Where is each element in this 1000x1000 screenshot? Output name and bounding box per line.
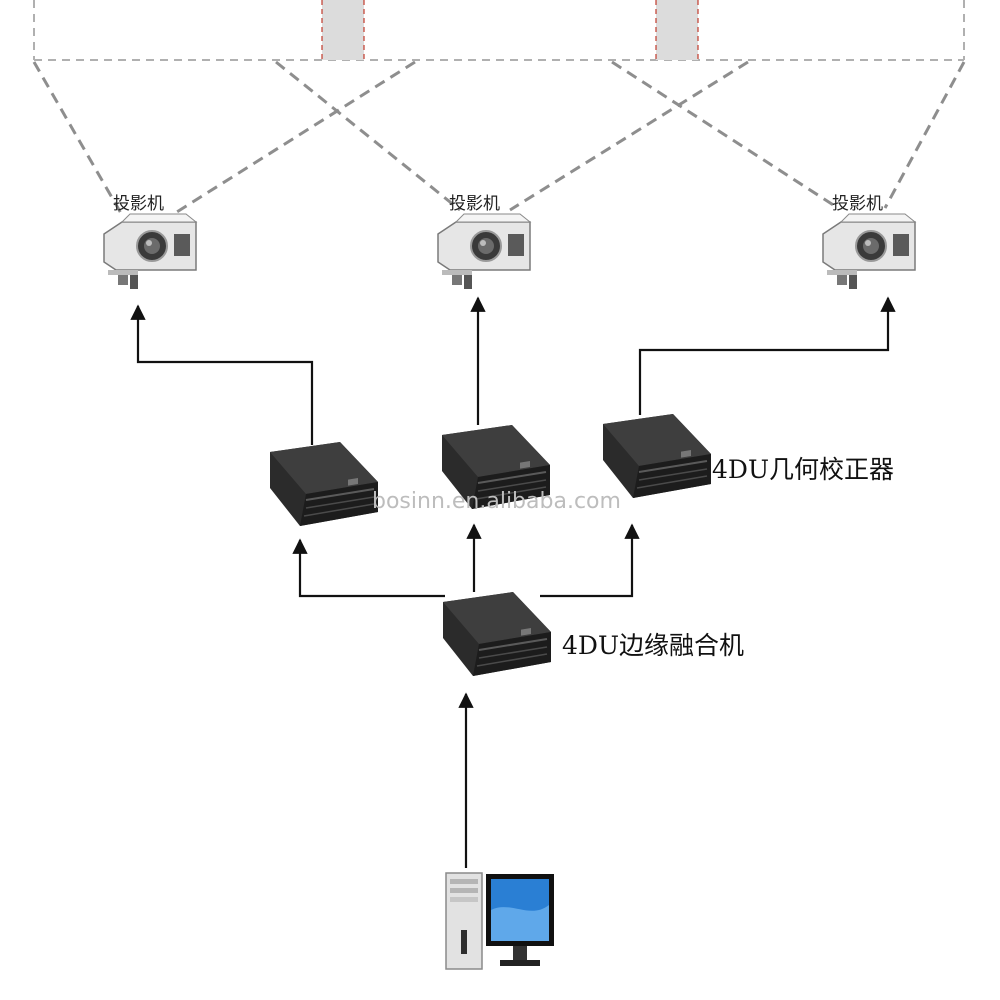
projector-label: 投影机 xyxy=(449,194,500,214)
edge-blender-label: 4DU边缘融合机 xyxy=(562,631,744,660)
geometry-corrector-left xyxy=(269,441,379,527)
source-computer xyxy=(445,872,554,970)
edge-blender xyxy=(442,591,552,677)
pc-tower-icon xyxy=(445,872,483,970)
projector-label: 投影机 xyxy=(113,194,164,214)
projector-right: 投影机 xyxy=(822,194,916,290)
watermark-text: bosinn.en.alibaba.com xyxy=(372,489,621,514)
geometry-corrector-label: 4DU几何校正器 xyxy=(712,455,894,484)
projector-left: 投影机 xyxy=(103,194,197,290)
projector-middle: 投影机 xyxy=(437,194,531,290)
projection-screen xyxy=(33,0,965,61)
projector-label: 投影机 xyxy=(832,194,883,214)
monitor-icon xyxy=(486,874,554,966)
geometry-corrector-right xyxy=(602,413,712,499)
projection-beams xyxy=(32,60,966,217)
blend-overlap-zone-2 xyxy=(656,0,698,60)
blend-overlap-zone-1 xyxy=(322,0,364,60)
signal-connections xyxy=(130,296,896,868)
